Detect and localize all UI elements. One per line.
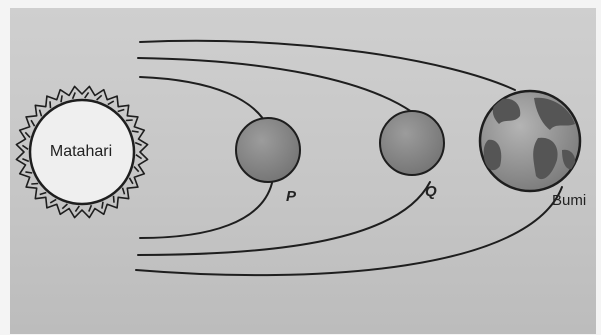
sun-ray bbox=[134, 167, 139, 172]
sun-ray bbox=[62, 204, 67, 209]
sun-ray bbox=[50, 101, 51, 108]
orbit-middle-lower bbox=[138, 182, 430, 255]
earth: Bumi bbox=[480, 91, 586, 209]
planet-q-label: Q bbox=[425, 183, 437, 200]
sun-ray bbox=[50, 199, 56, 203]
sun-ray bbox=[97, 95, 102, 100]
sun-ray bbox=[22, 145, 28, 149]
sun-ray bbox=[25, 172, 32, 173]
sun-ray bbox=[25, 132, 30, 137]
planet-p-label: P bbox=[286, 188, 297, 205]
sun-ray bbox=[102, 202, 103, 209]
sun-ray bbox=[75, 206, 79, 212]
sun-ray bbox=[129, 178, 133, 184]
orbit-middle-upper bbox=[138, 58, 412, 112]
sun-ray bbox=[126, 120, 133, 121]
sun-ray bbox=[31, 184, 38, 185]
sun-label: Matahari bbox=[50, 143, 112, 160]
sun-ray bbox=[114, 196, 115, 203]
orbit-outer-lower bbox=[136, 187, 562, 275]
sun-ray bbox=[123, 188, 125, 195]
sun-ray bbox=[40, 193, 47, 195]
sun-ray bbox=[31, 120, 34, 126]
sun: Matahari bbox=[16, 86, 147, 217]
sun-ray bbox=[40, 110, 42, 117]
planet-q: Q bbox=[380, 111, 444, 200]
sun-ray bbox=[61, 95, 62, 102]
orbit-inner-upper bbox=[140, 77, 268, 127]
sun-ray bbox=[132, 131, 139, 132]
sun-ray bbox=[85, 92, 89, 98]
sun-ray bbox=[89, 205, 92, 211]
sun-ray bbox=[22, 159, 28, 162]
sun-ray bbox=[136, 155, 142, 159]
sun-ray bbox=[73, 92, 76, 98]
sun-ray bbox=[108, 101, 114, 105]
orbit-inner-lower bbox=[140, 183, 272, 238]
earth-label: Bumi bbox=[552, 192, 586, 209]
sun-ray bbox=[135, 143, 141, 146]
sun-ray bbox=[118, 110, 125, 112]
